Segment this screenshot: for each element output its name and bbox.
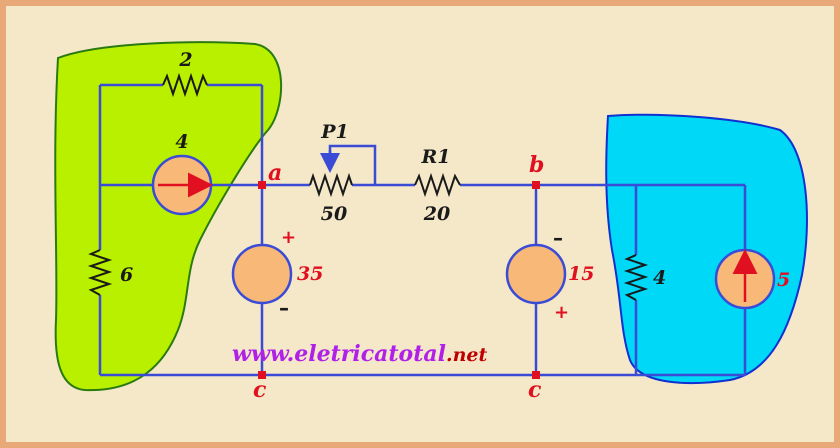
vs15-plus-sign: + bbox=[554, 302, 569, 323]
watermark-url: www.eletricatotal.net bbox=[232, 341, 488, 367]
label-r-left: 6 bbox=[120, 264, 133, 286]
label-voltage-source-15: 15 bbox=[568, 263, 594, 285]
resistor-top-left bbox=[162, 72, 208, 98]
node-markers bbox=[258, 181, 540, 379]
node-a-marker bbox=[258, 181, 266, 189]
label-current-source-right: 5 bbox=[777, 269, 790, 291]
label-potentiometer-name: P1 bbox=[320, 121, 349, 143]
green-region bbox=[54, 41, 282, 392]
label-current-source-left: 4 bbox=[175, 131, 188, 153]
potentiometer-p1 bbox=[309, 172, 353, 198]
current-source-left bbox=[151, 154, 213, 216]
vs35-minus-sign: – bbox=[279, 296, 289, 320]
label-node-b: b bbox=[529, 152, 544, 178]
label-node-c-left: c bbox=[253, 377, 267, 403]
label-resistor-name: R1 bbox=[420, 146, 450, 168]
vs15-minus-sign: – bbox=[553, 226, 563, 250]
vs35-plus-sign: + bbox=[281, 227, 296, 248]
resistor-r1 bbox=[414, 172, 461, 198]
voltage-source-15 bbox=[505, 243, 567, 305]
voltage-source-35 bbox=[231, 243, 293, 305]
node-c-right-marker bbox=[532, 371, 540, 379]
current-source-right bbox=[714, 248, 776, 310]
resistor-left bbox=[87, 249, 113, 296]
resistor-right bbox=[623, 254, 649, 301]
label-resistor-value: 20 bbox=[423, 203, 450, 225]
label-r-top-left: 2 bbox=[178, 49, 192, 71]
label-r-right: 4 bbox=[653, 267, 666, 289]
watermark-prefix: www. bbox=[232, 341, 294, 367]
watermark-name: eletricatotal bbox=[294, 341, 446, 367]
label-node-c-right: c bbox=[528, 377, 542, 403]
node-b-marker bbox=[532, 181, 540, 189]
label-potentiometer-value: 50 bbox=[321, 203, 347, 225]
node-c-left-marker bbox=[258, 371, 266, 379]
watermark-suffix: .net bbox=[446, 344, 488, 366]
label-node-a: a bbox=[268, 160, 282, 186]
label-voltage-source-35: 35 bbox=[297, 263, 323, 285]
